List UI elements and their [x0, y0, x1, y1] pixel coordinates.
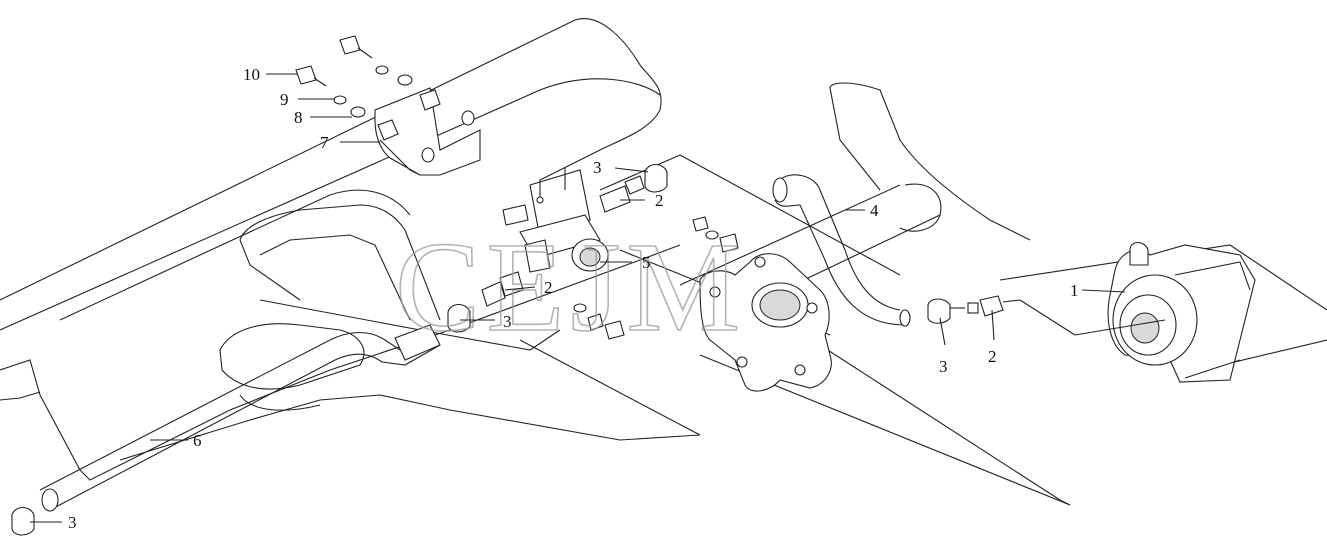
mounting-bracket [374, 87, 481, 176]
watermark-text: CEJM [395, 216, 746, 358]
leader-lines [30, 73, 1166, 523]
callout-7: 7 [320, 133, 329, 152]
fittings-left [11, 163, 668, 536]
callout-10: 10 [243, 65, 260, 84]
callout-2-a: 2 [655, 191, 664, 210]
frame-rail [0, 18, 701, 481]
air-pipe-4 [772, 174, 911, 327]
relay-valve [502, 168, 609, 273]
callout-8: 8 [294, 108, 303, 127]
bolts-nuts-washers [295, 35, 739, 340]
callout-3-a: 3 [593, 158, 602, 177]
flange-housing [699, 253, 832, 392]
callout-2-c: 2 [988, 347, 997, 366]
callout-4: 4 [870, 201, 879, 220]
callout-3-d: 3 [68, 513, 77, 532]
fittings-right [927, 295, 1021, 324]
callout-6: 6 [193, 431, 202, 450]
air-pipe-6 [39, 324, 441, 512]
callout-3-b: 3 [503, 312, 512, 331]
callout-3-c: 3 [939, 357, 948, 376]
callout-labels: 1 2 2 2 2 3 3 3 3 4 5 6 7 8 9 10 [68, 65, 1079, 532]
callout-2-b: 2 [544, 278, 553, 297]
brake-chamber [1107, 241, 1256, 383]
callout-9: 9 [280, 90, 289, 109]
callout-5: 5 [642, 253, 651, 272]
callout-1: 1 [1070, 281, 1079, 300]
